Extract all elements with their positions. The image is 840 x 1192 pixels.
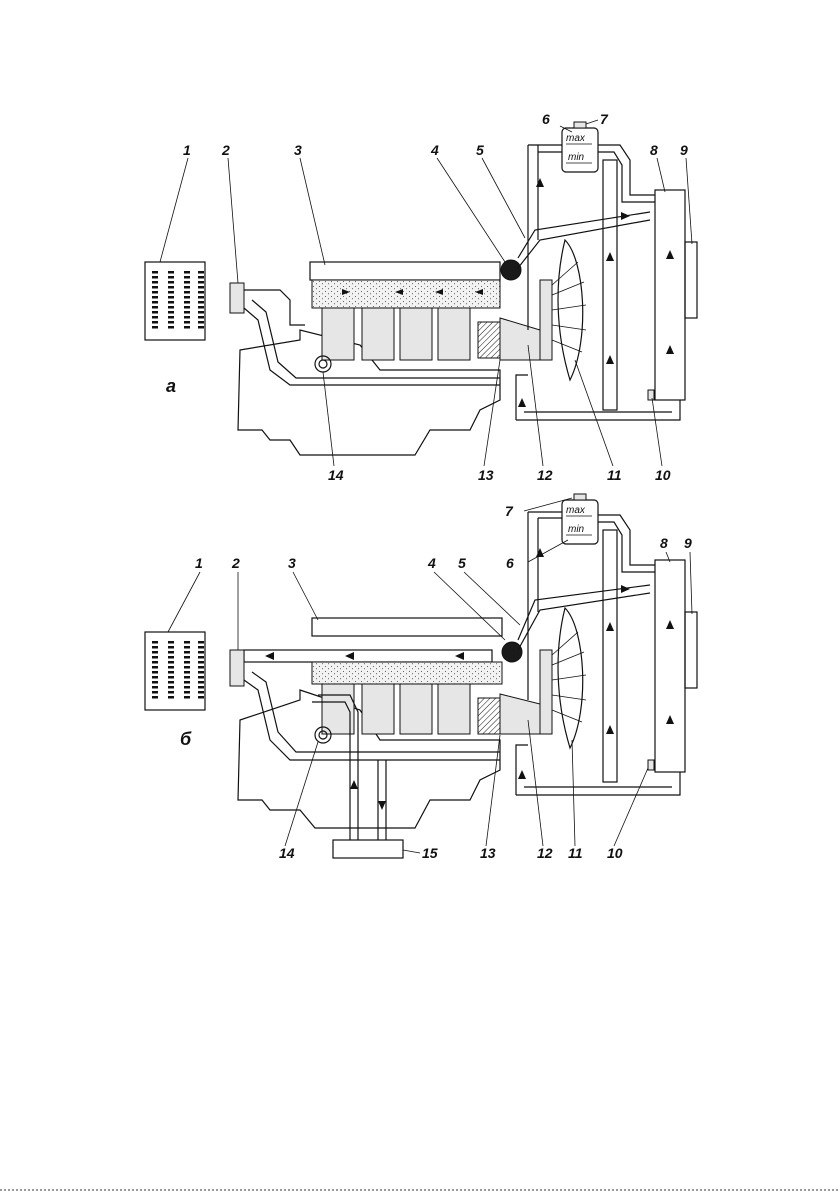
radiator [655, 560, 685, 772]
cylinder [400, 684, 432, 734]
callout-4: 4 [430, 142, 439, 158]
callout-9: 9 [680, 142, 688, 158]
radiator-drain-tap [648, 390, 654, 400]
callout-3: 3 [294, 142, 302, 158]
cylinder [438, 684, 470, 734]
cylinder [362, 684, 394, 734]
pump-pulley [540, 280, 552, 360]
callout-13: 13 [480, 845, 496, 861]
cylinder [362, 308, 394, 360]
callout-6: 6 [506, 555, 514, 571]
callout-4: 4 [427, 555, 436, 571]
radiator-shutter [685, 612, 697, 688]
fan-blade [558, 240, 583, 380]
water-pump-housing [478, 322, 500, 358]
panel-b: max min б 1 2 3 4 5 6 7 8 9 10 11 [145, 494, 697, 861]
radiator-outlet-pipe [516, 400, 680, 420]
heater-valve [230, 283, 244, 313]
cylinder-head-cover [312, 618, 502, 636]
callout-10: 10 [607, 845, 623, 861]
callout-14: 14 [279, 845, 295, 861]
thermostat [502, 642, 522, 662]
panel-letter-b: б [180, 729, 192, 749]
cylinder [322, 684, 354, 734]
water-pump [500, 694, 540, 734]
callout-15: 15 [422, 845, 438, 861]
heater-supply-pipe [244, 650, 492, 662]
radiator [655, 190, 685, 400]
fan-blade [558, 608, 583, 748]
tank-cap [574, 494, 586, 500]
thermostat [501, 260, 521, 280]
radiator-core [603, 160, 617, 410]
callout-3: 3 [288, 555, 296, 571]
cylinder-head-cover [310, 262, 500, 280]
tank-max-label: max [566, 505, 586, 516]
cylinders [322, 684, 470, 734]
callout-8: 8 [650, 142, 658, 158]
tank-cap [574, 122, 586, 128]
water-jacket [312, 662, 502, 684]
callout-12: 12 [537, 467, 553, 483]
tank-min-label: min [568, 152, 585, 163]
callout-5: 5 [458, 555, 466, 571]
callout-6: 6 [542, 111, 550, 127]
cylinders [322, 308, 470, 360]
water-pump [500, 318, 540, 360]
callout-13: 13 [478, 467, 494, 483]
callout-12: 12 [537, 845, 553, 861]
water-jacket [312, 280, 500, 308]
heater-radiator [145, 262, 205, 340]
preheater-15 [333, 840, 403, 858]
callout-1: 1 [195, 555, 203, 571]
panel-a: max min а 1 2 3 4 5 6 7 [145, 111, 697, 483]
callout-5: 5 [476, 142, 484, 158]
radiator-shutter [685, 242, 697, 318]
heater-radiator [145, 632, 205, 710]
callout-11: 11 [607, 467, 622, 483]
callout-2: 2 [221, 142, 230, 158]
callout-1: 1 [183, 142, 191, 158]
tank-max-label: max [566, 133, 586, 144]
water-pump-housing [478, 698, 500, 734]
heater-supply-pipe [244, 290, 305, 325]
cylinder [322, 308, 354, 360]
callout-8: 8 [660, 535, 668, 551]
callout-11: 11 [568, 845, 583, 861]
callout-7: 7 [505, 503, 514, 519]
heater-valve [230, 650, 244, 686]
radiator-drain-tap [648, 760, 654, 770]
radiator-outlet-pipe [516, 772, 680, 795]
callout-14: 14 [328, 467, 344, 483]
callout-10: 10 [655, 467, 671, 483]
panel-letter-a: а [166, 376, 176, 396]
cylinder [400, 308, 432, 360]
pump-pulley [540, 650, 552, 734]
callout-7: 7 [600, 111, 609, 127]
cylinder [438, 308, 470, 360]
tank-min-label: min [568, 524, 585, 535]
callout-9: 9 [684, 535, 692, 551]
radiator-core [603, 530, 617, 782]
callout-2: 2 [231, 555, 240, 571]
